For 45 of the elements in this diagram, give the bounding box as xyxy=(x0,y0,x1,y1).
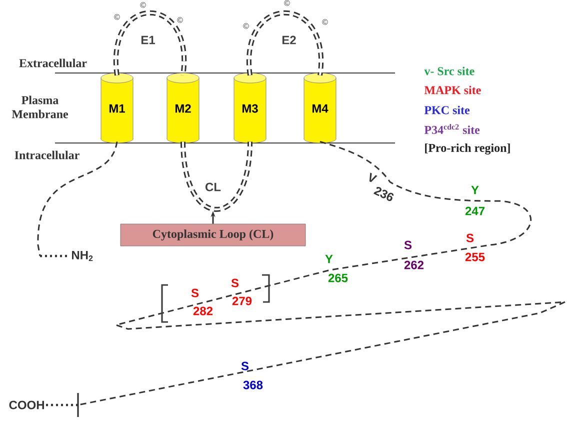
label-box: Cytoplasmic Loop (CL) xyxy=(120,224,306,246)
residue-letter: S xyxy=(466,234,474,242)
loop-line xyxy=(180,142,252,212)
residue-letter: S xyxy=(231,278,239,288)
residue-number: 368 xyxy=(243,380,263,390)
residue-letter: S xyxy=(241,362,249,370)
legend-entry: [Pro-rich region] xyxy=(425,144,510,154)
residue-number: 247 xyxy=(465,206,484,216)
residue-letter: V xyxy=(369,172,378,182)
region-label: Intracellular xyxy=(14,150,80,160)
residue-letter: S xyxy=(404,240,412,250)
legend-entry: P34$^{cdc2}$ site xyxy=(424,124,480,134)
chain-line xyxy=(46,140,566,417)
chain-line xyxy=(37,141,118,258)
circle-mark: © xyxy=(322,19,328,25)
circle-mark: © xyxy=(177,17,183,23)
loop-line xyxy=(246,10,324,76)
residue-number: 265 xyxy=(328,274,348,282)
edge-label: E1 xyxy=(141,36,155,44)
residue-letter: S xyxy=(191,288,199,298)
legend-entry: v- Src site xyxy=(424,66,474,76)
helix-cylinder: M4 xyxy=(304,72,336,144)
circle-mark: © xyxy=(114,14,120,20)
legend-entry: PKC site xyxy=(424,106,470,114)
circle-mark: © xyxy=(243,23,249,29)
helix-cylinder: M3 xyxy=(234,72,266,144)
residue-letter: Y xyxy=(471,186,479,194)
edge-label: CL xyxy=(206,182,221,192)
residue-number: 255 xyxy=(465,252,485,262)
region-label: Plasma Membrane xyxy=(12,96,68,118)
residue-letter: Y xyxy=(325,254,333,264)
circle-mark: © xyxy=(140,2,146,8)
region-label: Extracellular xyxy=(19,58,87,68)
residue-number: 236 xyxy=(374,186,394,202)
helix-cylinder: M1 xyxy=(100,72,134,144)
loop-line xyxy=(114,10,186,76)
edge-label: E2 xyxy=(282,36,296,44)
helix-cylinder: M2 xyxy=(166,72,200,144)
residue-number: 282 xyxy=(193,306,213,316)
legend-entry: MAPK site xyxy=(424,86,481,94)
terminus-label: NH$_{2}$ xyxy=(72,250,93,262)
residue-number: 262 xyxy=(404,260,424,270)
residue-number: 279 xyxy=(232,296,252,306)
circle-mark: © xyxy=(284,0,290,6)
terminus-label: COOH xyxy=(9,400,44,410)
